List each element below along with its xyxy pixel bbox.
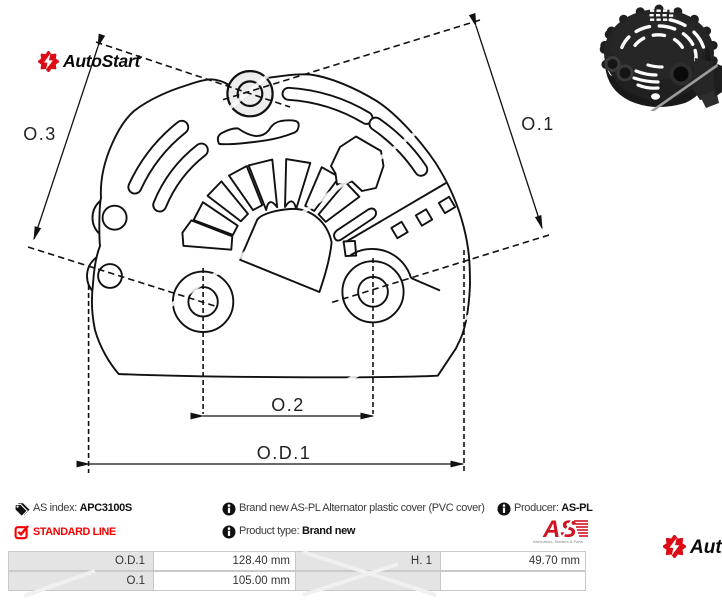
svg-text:O.1: O.1 [521,114,555,134]
svg-text:O.3: O.3 [23,124,57,144]
svg-text:O.D.1: O.D.1 [257,443,312,463]
svg-text:Alternators, Starters & Parts: Alternators, Starters & Parts [533,539,583,544]
svg-text:O.2: O.2 [271,395,305,415]
